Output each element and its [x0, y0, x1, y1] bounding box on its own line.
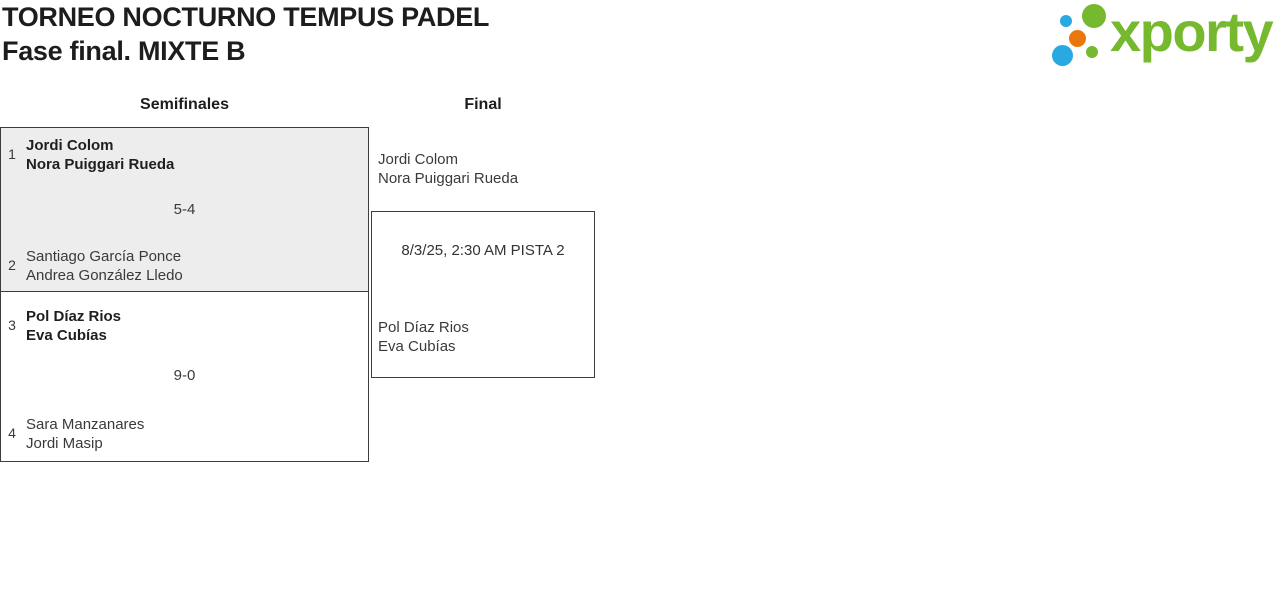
player-name: Jordi Masip: [26, 435, 103, 452]
player-name: Jordi Colom: [26, 137, 114, 154]
logo-wordmark: xporty: [1110, 0, 1274, 63]
player-name: Nora Puiggari Rueda: [26, 156, 175, 173]
semifinal-2-match-box[interactable]: [0, 291, 369, 462]
player-name: Andrea González Lledo: [26, 267, 183, 284]
team-semifinal2-bottom: Sara Manzanares Jordi Masip: [26, 415, 144, 453]
player-name: Nora Puiggari Rueda: [378, 170, 519, 187]
player-name: Santiago García Ponce: [26, 248, 182, 265]
team-final-top: Jordi Colom Nora Puiggari Rueda: [378, 150, 518, 188]
match-schedule: 8/3/25, 2:30 AM PISTA 2: [401, 242, 565, 259]
logo-dot-blue-large-icon: [1052, 45, 1073, 66]
round-header-semifinals: Semifinales: [140, 96, 229, 113]
player-name: Pol Díaz Rios: [26, 308, 122, 325]
team-semifinal2-top: Pol Díaz Rios Eva Cubías: [26, 307, 121, 345]
logo-dot-blue-small-icon: [1060, 15, 1072, 27]
player-name: Sara Manzanares: [26, 416, 145, 433]
player-name: Pol Díaz Rios: [378, 319, 469, 336]
seed-number: 3: [8, 317, 16, 333]
match-score: 5-4: [173, 201, 196, 218]
seed-number: 2: [8, 257, 16, 273]
match-score: 9-0: [173, 367, 196, 384]
team-semifinal1-bottom: Santiago García Ponce Andrea González Ll…: [26, 247, 183, 285]
logo-dot-green-small-icon: [1086, 46, 1098, 58]
team-final-bottom: Pol Díaz Rios Eva Cubías: [378, 318, 469, 356]
round-header-final: Final: [464, 96, 502, 113]
logo-dot-green-large-icon: [1082, 4, 1106, 28]
seed-number: 4: [8, 425, 16, 441]
phase-subtitle: Fase final. MIXTE B: [2, 36, 246, 66]
player-name: Eva Cubías: [378, 338, 456, 355]
seed-number: 1: [8, 146, 16, 162]
final-match-box[interactable]: [371, 211, 595, 378]
logo-dot-orange-icon: [1069, 30, 1086, 47]
team-semifinal1-top: Jordi Colom Nora Puiggari Rueda: [26, 136, 174, 174]
player-name: Eva Cubías: [26, 327, 107, 344]
player-name: Jordi Colom: [378, 151, 459, 168]
semifinal-1-match-box[interactable]: [0, 127, 369, 292]
tournament-title: TORNEO NOCTURNO TEMPUS PADEL: [2, 2, 490, 32]
